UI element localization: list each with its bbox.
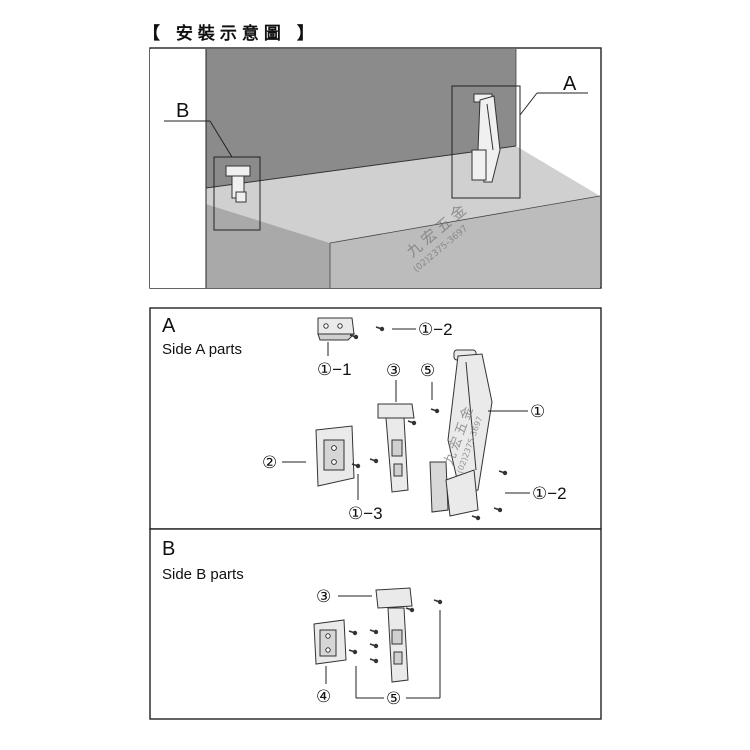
panel-a-frame <box>149 307 602 530</box>
part-3-hinge-cup <box>377 403 415 493</box>
panel-a: A Side A parts ①−2 ①−1 ③ ⑤ ② <box>149 307 602 530</box>
diagram-title: 【 安裝示意圖 】 <box>143 24 319 44</box>
label-1-2-top: ①−2 <box>418 320 453 339</box>
part-1-lift-mechanism <box>429 349 493 517</box>
label-1: ① <box>530 402 545 421</box>
hinge-b-illustration <box>225 165 251 203</box>
label-b-3: ③ <box>316 587 331 606</box>
label-2: ② <box>262 453 277 472</box>
callout-a-label: A <box>563 73 577 95</box>
label-1-3: ①−3 <box>348 504 383 523</box>
part-1-1-bracket <box>317 317 356 341</box>
label-1-2-bottom: ①−2 <box>532 484 567 503</box>
panel-b-frame <box>149 528 602 720</box>
back-wall <box>206 49 516 188</box>
label-b-4: ④ <box>316 687 331 706</box>
callout-b-box <box>213 156 261 231</box>
cabinet-top <box>206 146 600 243</box>
part-2-mounting-plate <box>315 425 355 487</box>
label-3: ③ <box>386 361 401 380</box>
right-wall <box>516 49 600 200</box>
panel-b-caption: Side B parts <box>162 566 244 583</box>
part-b-4-plate <box>313 619 347 665</box>
cabinet-front-left <box>206 204 330 288</box>
part-b-3-hinge <box>375 587 413 683</box>
cabinet-front-right <box>330 196 600 288</box>
installation-scene: A B 九宏五金 (02)2375-3697 <box>149 47 602 289</box>
callout-b-label: B <box>176 100 189 122</box>
label-1-1: ①−1 <box>317 360 352 379</box>
panel-a-caption: Side A parts <box>162 341 242 358</box>
panel-b-letter: B <box>162 538 175 560</box>
label-5: ⑤ <box>420 361 435 380</box>
panel-a-letter: A <box>162 315 176 337</box>
hinge-a-illustration <box>471 93 501 183</box>
panel-b: B Side B parts ③ ④ ⑤ <box>149 528 602 720</box>
label-b-5: ⑤ <box>386 689 401 708</box>
callout-a-box <box>451 85 521 199</box>
